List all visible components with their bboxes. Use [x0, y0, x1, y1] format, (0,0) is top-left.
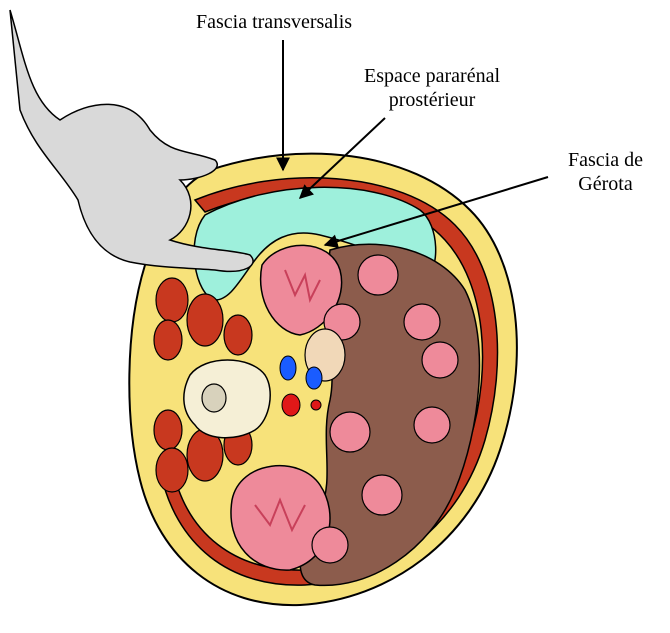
label-espace-line1: Espace pararénal	[364, 64, 500, 88]
label-gerota-line1: Fascia de	[568, 148, 643, 172]
label-fascia-transversalis: Fascia transversalis	[196, 10, 352, 34]
label-fascia-gerota: Fascia de Gérota	[568, 148, 643, 196]
label-gerota-line2: Gérota	[568, 172, 643, 196]
vertebra	[184, 360, 270, 438]
label-espace-line2: prostérieur	[364, 88, 500, 112]
vein-left	[280, 356, 296, 380]
artery-aorta	[282, 394, 300, 416]
artery-small	[311, 400, 321, 410]
label-espace-pararenal: Espace pararénal prostérieur	[364, 64, 500, 112]
vein-right	[306, 367, 322, 389]
